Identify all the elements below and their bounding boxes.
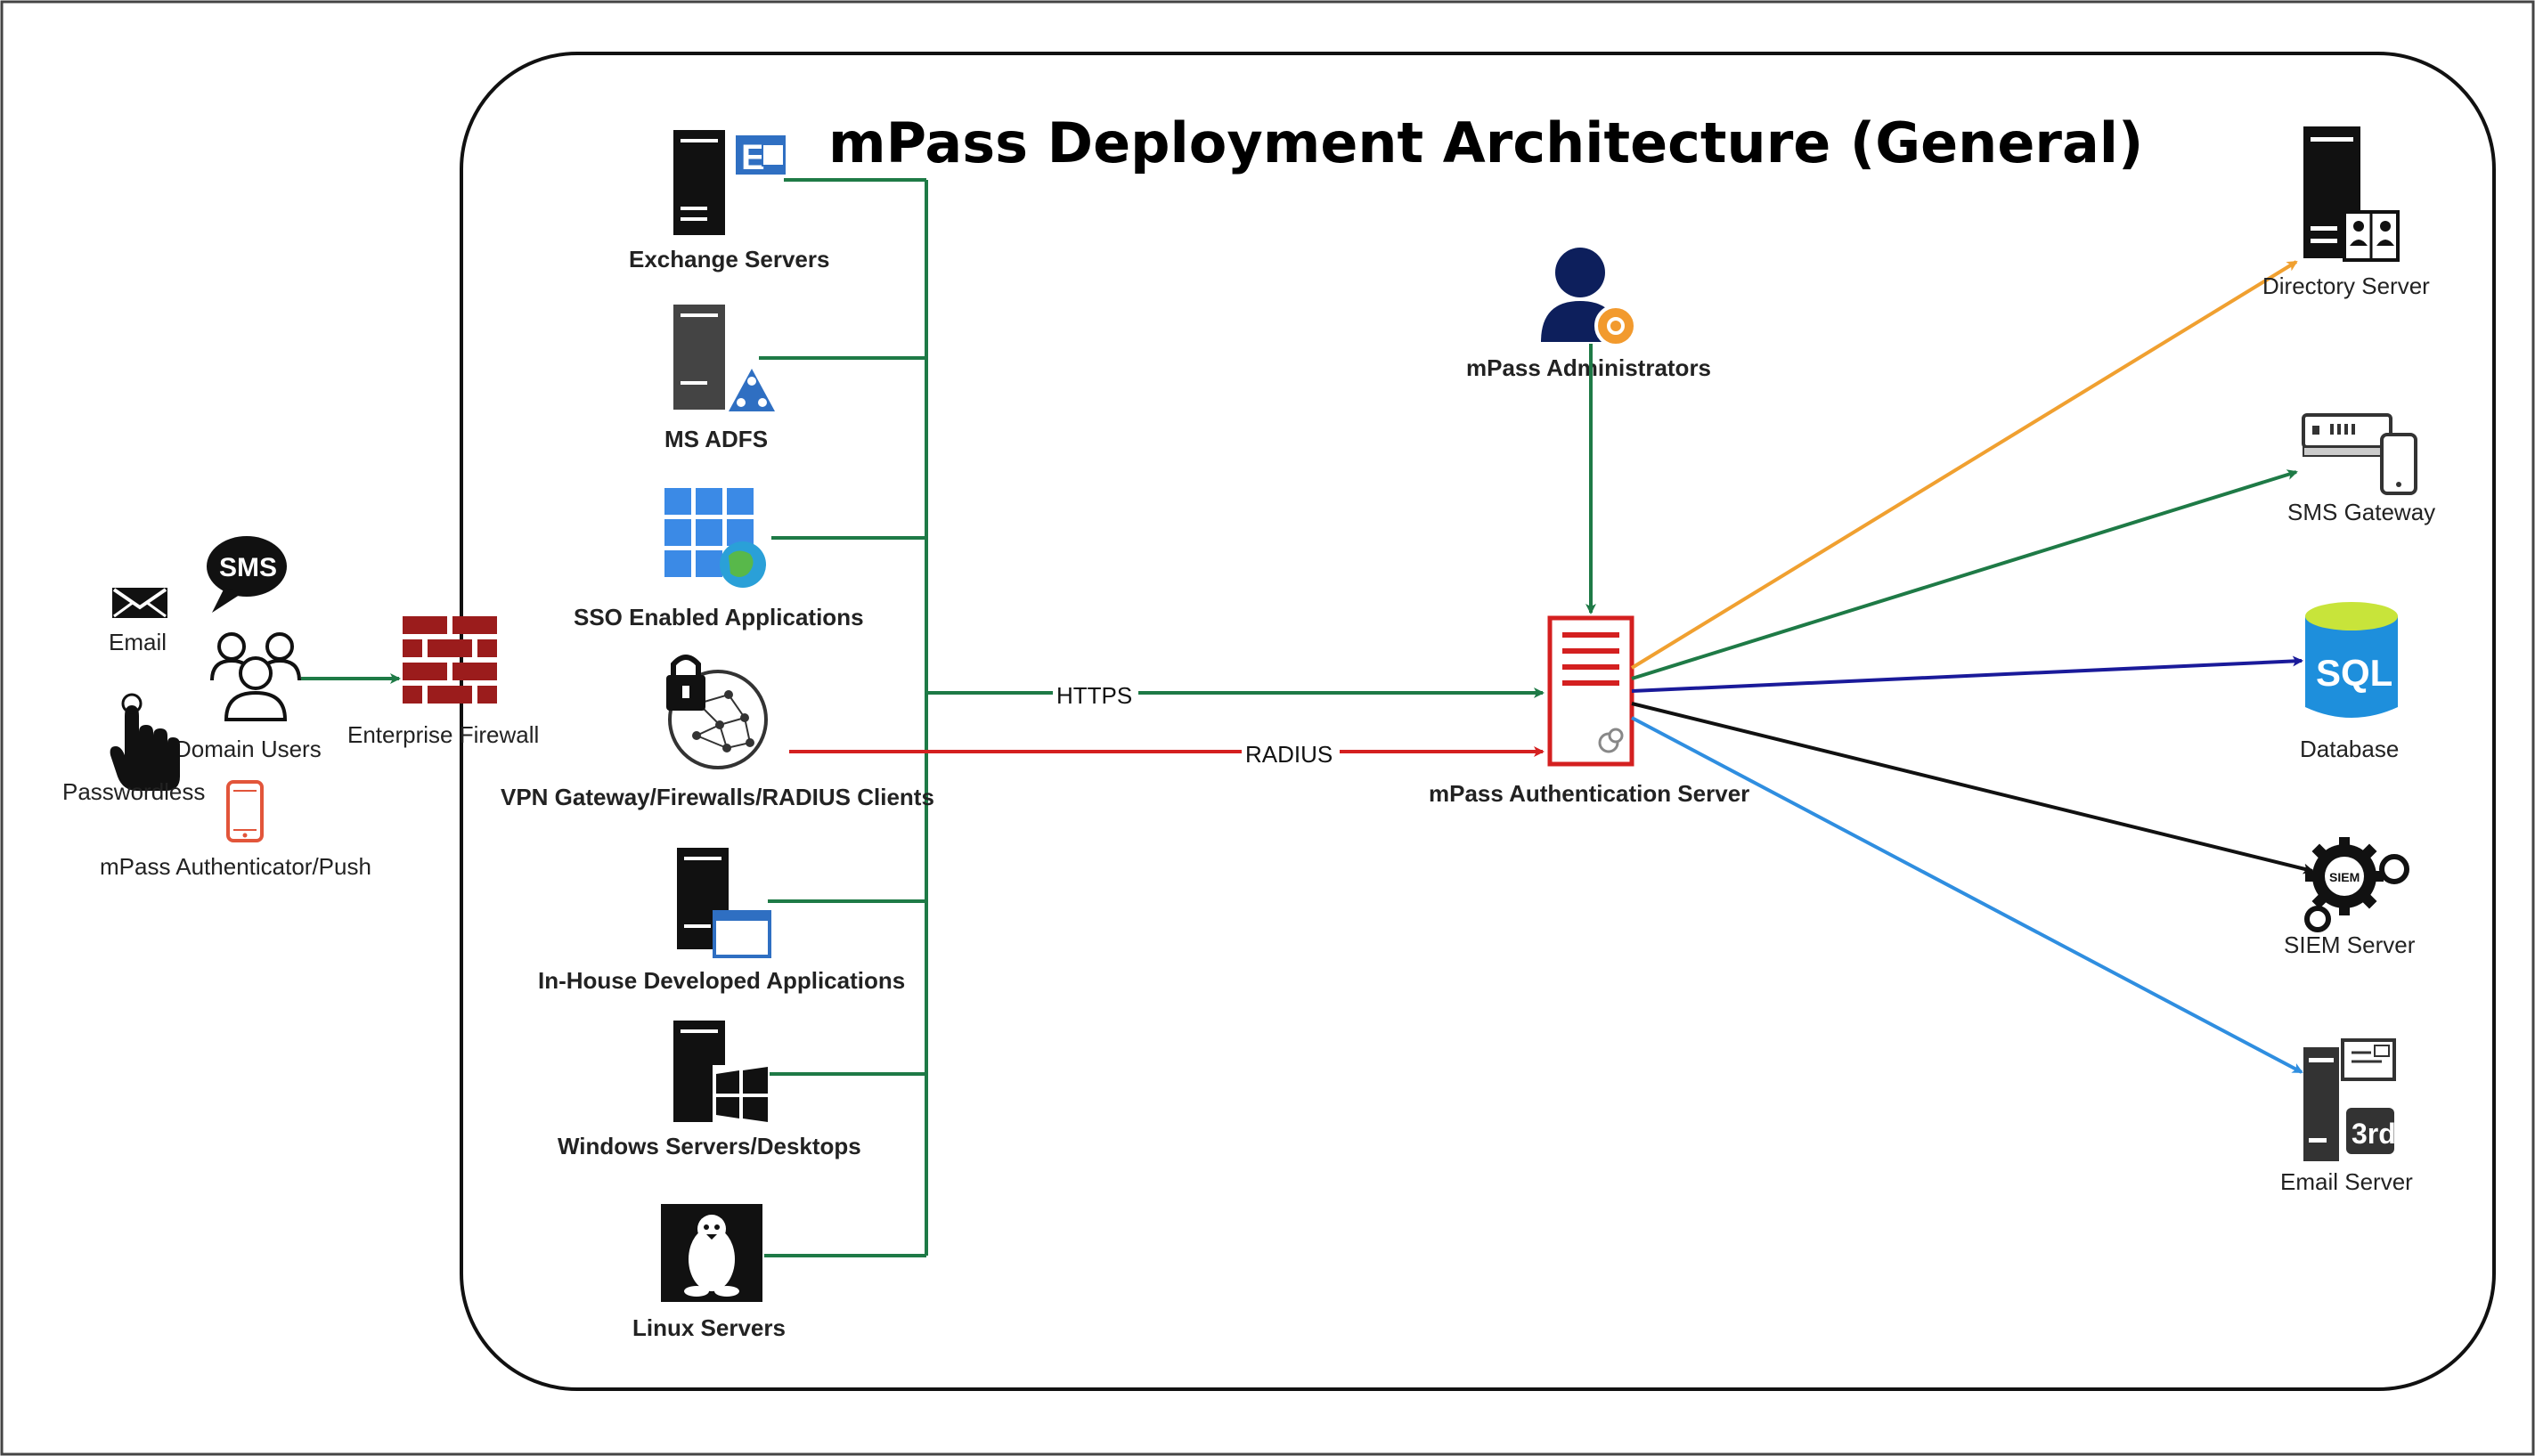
sms-bubble-text: SMS — [219, 553, 277, 582]
email-label: Email — [109, 629, 167, 655]
arrow-to-email-server — [1631, 716, 2303, 1074]
vpn-gateway-icon — [666, 655, 768, 769]
adfs-server-icon — [673, 305, 775, 411]
diagram-title: mPass Deployment Architecture (General) — [828, 110, 2143, 175]
mobile-phone-icon — [226, 780, 264, 842]
siem-text: SIEM — [2329, 870, 2360, 884]
envelope-icon — [112, 588, 167, 618]
client-label-vpn: VPN Gateway/Firewalls/RADIUS Clients — [501, 784, 934, 810]
sms-bubble-icon: SMS — [207, 536, 287, 613]
passwordless-label: Passwordless — [62, 778, 205, 805]
firewall-icon — [403, 616, 497, 704]
target-label-database: Database — [2300, 736, 2399, 762]
arrow-to-database — [1631, 655, 2303, 693]
target-label-sms: SMS Gateway — [2287, 499, 2435, 525]
domain-users-label: Domain Users — [175, 736, 322, 762]
sso-apps-icon — [664, 488, 766, 588]
email-server-icon: 3rd — [2303, 1038, 2396, 1161]
admin-user-icon — [1541, 248, 1637, 347]
inhouse-apps-icon — [677, 848, 771, 958]
exchange-server-icon: E — [673, 130, 786, 235]
domain-users-icon — [210, 632, 301, 721]
client-label-linux: Linux Servers — [632, 1314, 786, 1341]
client-label-exchange: Exchange Servers — [629, 246, 829, 272]
auth-server-label: mPass Authentication Server — [1429, 780, 1749, 807]
sql-database-icon: SQL — [2305, 602, 2398, 718]
windows-server-icon — [673, 1021, 770, 1122]
sql-text: SQL — [2316, 652, 2392, 694]
https-label: HTTPS — [1056, 682, 1132, 709]
target-label-siem: SIEM Server — [2284, 931, 2416, 958]
directory-server-icon — [2303, 126, 2400, 262]
linux-server-icon — [661, 1204, 762, 1302]
client-label-windows: Windows Servers/Desktops — [558, 1133, 861, 1159]
admins-label: mPass Administrators — [1466, 354, 1711, 381]
touch-hand-icon — [110, 693, 180, 791]
third-party-text: 3rd — [2352, 1118, 2396, 1150]
arrow-to-sms — [1631, 469, 2298, 680]
auth-server-icon — [1547, 615, 1634, 767]
firewall-label: Enterprise Firewall — [347, 721, 539, 748]
radius-label: RADIUS — [1245, 741, 1333, 768]
target-label-directory: Directory Server — [2262, 272, 2430, 299]
exchange-e-glyph: E — [741, 138, 765, 177]
arrow-to-siem — [1631, 702, 2314, 874]
arrow-to-directory — [1630, 260, 2298, 670]
client-label-adfs: MS ADFS — [664, 426, 768, 452]
client-label-sso: SSO Enabled Applications — [574, 604, 864, 630]
client-label-inhouse: In-House Developed Applications — [538, 967, 905, 994]
sms-gateway-icon — [2302, 413, 2417, 495]
target-label-email-server: Email Server — [2280, 1168, 2413, 1195]
authenticator-label: mPass Authenticator/Push — [100, 853, 371, 880]
deployment-boundary — [460, 52, 2496, 1391]
